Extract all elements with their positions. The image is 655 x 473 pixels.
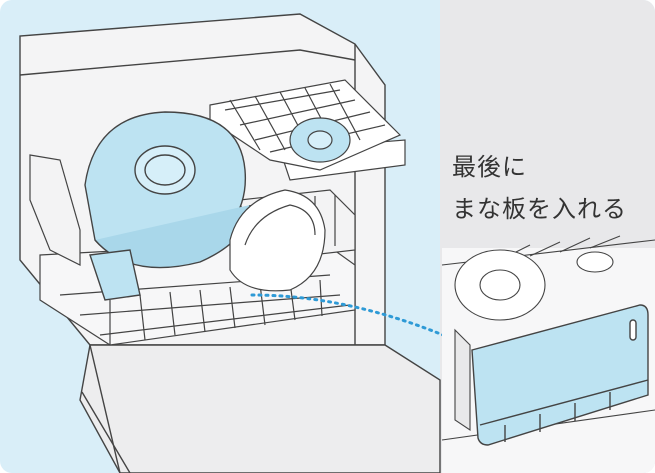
caption-line-2: まな板を入れる <box>452 195 627 223</box>
small-plate-illustration <box>289 117 351 163</box>
pot-illustration <box>84 111 251 301</box>
dotted-arrow-line <box>250 293 457 342</box>
plates-illustration <box>229 189 326 292</box>
caption: 最後に まな板を入れる <box>452 146 652 230</box>
cutting-board-illustration <box>471 304 649 446</box>
caption-line-1: 最後に <box>452 153 527 181</box>
inset-panel <box>441 235 655 473</box>
